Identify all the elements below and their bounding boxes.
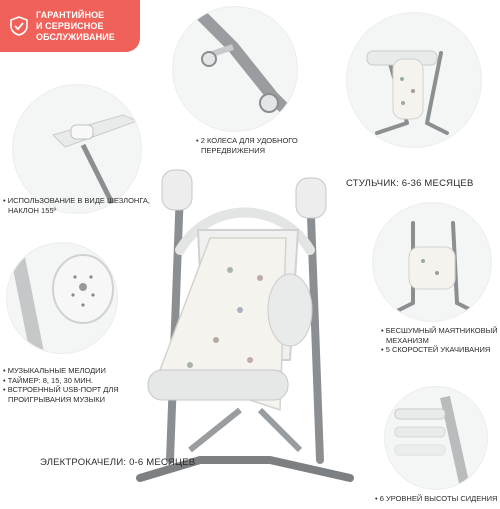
caption-line: • 5 СКОРОСТЕЙ УКАЧИВАНИЯ <box>381 345 491 354</box>
high-chair-image <box>346 12 482 148</box>
music-panel-image <box>6 242 118 354</box>
seat-height-image <box>384 386 488 490</box>
caption-line: НАКЛОН 155º <box>8 205 57 215</box>
baby-swing-product-image <box>120 160 370 490</box>
caption-line: • ИСПОЛЬЗОВАНИЕ В ВИДЕ ШЕЗЛОНГА, <box>3 196 150 205</box>
badge-line: ОБСЛУЖИВАНИЕ <box>36 31 115 42</box>
badge-line: И СЕРВИСНОЕ <box>36 20 104 31</box>
wheels-closeup-image <box>172 6 298 132</box>
caption-line: • БЕСШУМНЫЙ МАЯТНИКОВЫЙ <box>381 326 498 335</box>
caption-line: МЕХАНИЗМ <box>386 335 429 345</box>
lounger-caption: • ИСПОЛЬЗОВАНИЕ В ВИДЕ ШЕЗЛОНГА, НАКЛОН … <box>3 196 150 215</box>
pendulum-swing-image <box>372 202 492 322</box>
caption-line: ПЕРЕДВИЖЕНИЯ <box>201 145 266 155</box>
caption-line: ПРОИГРЫВАНИЯ МУЗЫКИ <box>8 394 105 404</box>
lounger-image <box>12 84 142 214</box>
caption-line: • 2 КОЛЕСА ДЛЯ УДОБНОГО <box>196 136 298 145</box>
swing-caption: ЭЛЕКТРОКАЧЕЛИ: 0-6 МЕСЯЦЕВ <box>40 457 196 468</box>
high-chair-caption: СТУЛЬЧИК: 6-36 МЕСЯЦЕВ <box>346 178 474 189</box>
caption-line: • ВСТРОЕННЫЙ USB-ПОРТ ДЛЯ <box>3 385 119 394</box>
caption-line: • ТАЙМЕР: 8, 15, 30 МИН. <box>3 375 94 385</box>
seat-height-caption: • 6 УРОВНЕЙ ВЫСОТЫ СИДЕНИЯ <box>375 494 498 503</box>
music-caption: • МУЗЫКАЛЬНЫЕ МЕЛОДИИ • ТАЙМЕР: 8, 15, 3… <box>3 366 119 404</box>
warranty-text: ГАРАНТИЙНОЕ И СЕРВИСНОЕ ОБСЛУЖИВАНИЕ <box>36 10 115 43</box>
pendulum-caption: • БЕСШУМНЫЙ МАЯТНИКОВЫЙ МЕХАНИЗМ • 5 СКО… <box>381 326 498 355</box>
shield-check-icon <box>8 15 30 37</box>
caption-line: • МУЗЫКАЛЬНЫЕ МЕЛОДИИ <box>3 366 106 375</box>
warranty-badge: ГАРАНТИЙНОЕ И СЕРВИСНОЕ ОБСЛУЖИВАНИЕ <box>0 0 140 52</box>
badge-line: ГАРАНТИЙНОЕ <box>36 9 105 20</box>
wheels-caption: • 2 КОЛЕСА ДЛЯ УДОБНОГО ПЕРЕДВИЖЕНИЯ <box>196 136 298 155</box>
